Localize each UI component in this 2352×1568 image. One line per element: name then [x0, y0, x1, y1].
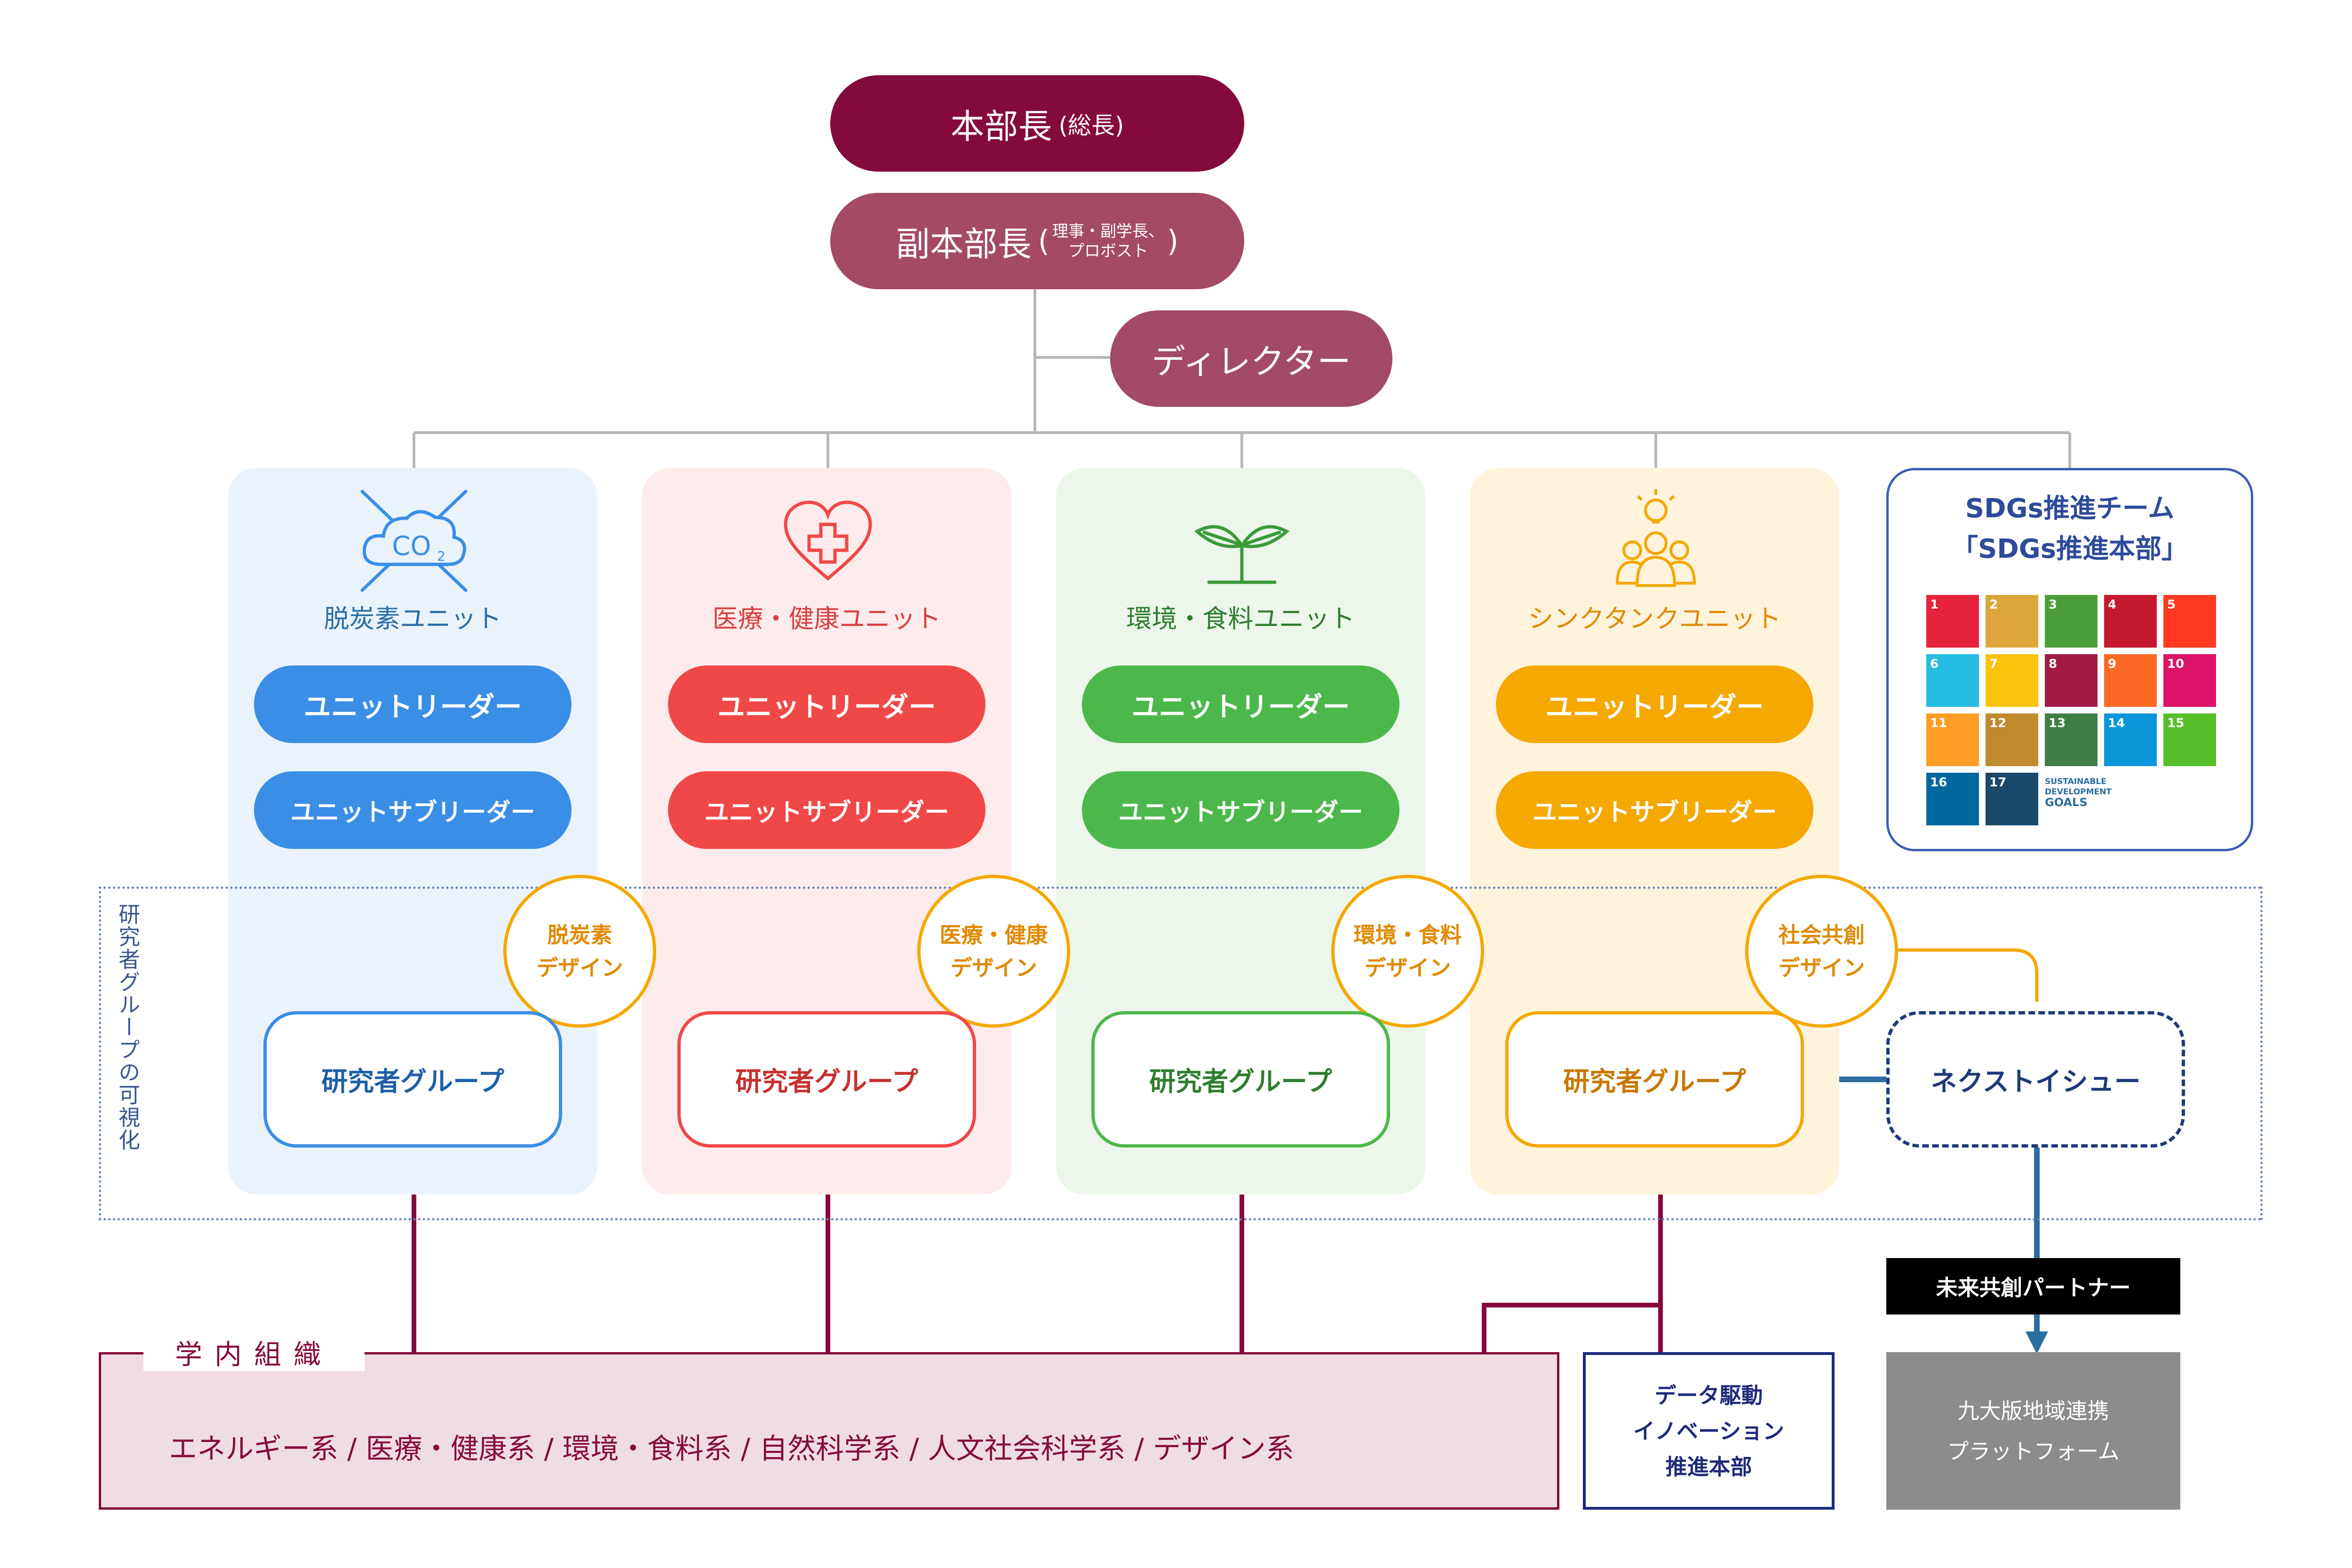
unit-leader-environment: ユニットリーダー: [1082, 665, 1399, 743]
design-circle-medical: 医療・健康デザイン: [917, 875, 1070, 1028]
sdg-goal-tile: 8: [2045, 654, 2098, 707]
director-box: ディレクター: [1110, 310, 1392, 407]
sdg-goal-tile: 3: [2045, 595, 2098, 648]
sdg-goal-tile: 17: [1986, 773, 2038, 825]
unit-name-environment: 環境・食料ユニット: [1126, 603, 1355, 634]
regional-platform-box: 九大版地域連携 プラットフォーム: [1886, 1352, 2180, 1510]
unit-name-thinktank: シンクタンクユニット: [1528, 603, 1781, 634]
sdg-goal-tile: 10: [2163, 654, 2216, 707]
unit-subleader-environment: ユニットサブリーダー: [1082, 771, 1399, 849]
sdgs-team-title: SDGs推進チーム 「SDGs推進本部」: [1951, 493, 2188, 564]
sprout-icon: [1194, 525, 1290, 584]
sdg-goal-tile: 14: [2104, 713, 2157, 766]
deputy-title: 副本部長: [896, 224, 1032, 264]
sdg-goal-tile: 15: [2163, 713, 2216, 766]
design-circle-decarbon: 脱炭素デザイン: [503, 875, 656, 1028]
sdg-goal-tile: 16: [1926, 773, 1979, 825]
unit-name-decarbon: 脱炭素ユニット: [324, 603, 502, 634]
visualization-label: 研究者グループの可視化: [115, 903, 141, 1151]
campus-organizations-box: [99, 1352, 1559, 1510]
researcher-group-thinktank: 研究者グループ: [1505, 1011, 1804, 1148]
unit-leader-decarbon: ユニットリーダー: [254, 665, 572, 743]
researcher-group-environment: 研究者グループ: [1091, 1011, 1390, 1148]
heart-cross-icon: [784, 500, 872, 581]
director-title: ディレクター: [1151, 342, 1351, 381]
deputy-box: 副本部長 ( 理事・副学長、 プロボスト ): [830, 193, 1244, 289]
design-circle-environment: 環境・食料デザイン: [1331, 875, 1484, 1028]
campus-label: 学内組織: [143, 1333, 365, 1371]
unit-leader-thinktank: ユニットリーダー: [1496, 665, 1813, 743]
data-driven-innovation-box: データ駆動 イノベーション 推進本部: [1583, 1352, 1835, 1510]
svg-text:CO: CO: [392, 531, 431, 562]
sdg-goal-tile: 6: [1926, 654, 1979, 707]
unit-subleader-medical: ユニットサブリーダー: [668, 771, 985, 849]
head-title: 本部長: [950, 107, 1052, 146]
campus-fields: エネルギー系 / 医療・健康系 / 環境・食料系 / 自然科学系 / 人文社会科…: [169, 1432, 1294, 1465]
unit-subleader-thinktank: ユニットサブリーダー: [1496, 771, 1813, 849]
idea-people-icon: [1615, 489, 1696, 587]
sdg-goal-tile: 1: [1926, 595, 1979, 648]
unit-leader-medical: ユニットリーダー: [668, 665, 985, 743]
hierarchy-lines: [413, 282, 2071, 470]
sdg-goal-tile: 4: [2104, 595, 2157, 648]
svg-text:2: 2: [437, 548, 445, 564]
sdg-goal-tile: 9: [2104, 654, 2157, 707]
co2-icon: CO 2: [360, 490, 468, 592]
researcher-group-decarbon: 研究者グループ: [263, 1011, 562, 1148]
future-partner-label: 未来共創パートナー: [1886, 1258, 2180, 1315]
deputy-note: 理事・副学長、 プロボスト: [1052, 222, 1164, 261]
sdg-goal-tile: 5: [2163, 595, 2216, 648]
unit-name-medical: 医療・健康ユニット: [712, 603, 941, 634]
sdg-goal-tile: 2: [1986, 595, 2038, 648]
sdg-goal-tile: 12: [1986, 713, 2038, 766]
visualization-frame: [99, 887, 2263, 1220]
sdg-goal-tile: 11: [1926, 713, 1979, 766]
next-issue-box: ネクストイシュー: [1886, 1011, 2185, 1148]
unit-subleader-decarbon: ユニットサブリーダー: [254, 771, 572, 849]
researcher-group-medical: 研究者グループ: [677, 1011, 976, 1148]
sdg-goal-tile: 7: [1986, 654, 2038, 707]
sdg-goal-tile: 13: [2045, 713, 2098, 766]
head-note: (総長): [1058, 111, 1124, 139]
head-box: 本部長 (総長): [830, 75, 1244, 172]
design-circle-social: 社会共創デザイン: [1745, 875, 1898, 1028]
